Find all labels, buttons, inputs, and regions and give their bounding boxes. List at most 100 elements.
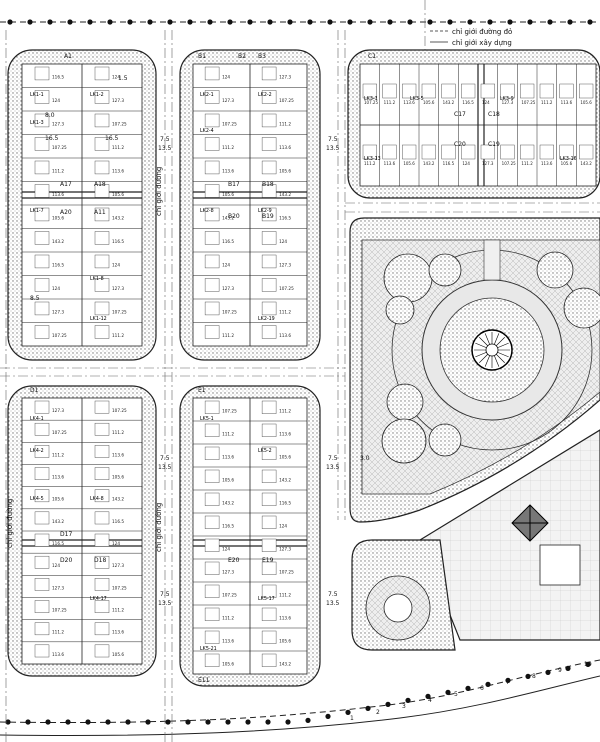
svg-text:127.3: 127.3 (222, 569, 234, 574)
svg-text:124: 124 (482, 100, 490, 105)
svg-text:D20: D20 (60, 557, 72, 564)
svg-text:116.5: 116.5 (112, 519, 124, 524)
road-point-label: 2 (376, 709, 380, 716)
svg-text:116.5: 116.5 (222, 523, 234, 528)
street-label-left: chỉ giới đường (6, 499, 14, 548)
central-park (349, 217, 600, 523)
lot-code-label: LK5-2 (258, 448, 272, 454)
lot-code-label: LK1-8 (90, 276, 104, 282)
svg-text:143.2: 143.2 (52, 239, 64, 244)
lot-code-label: LK3-9 (500, 96, 514, 102)
svg-text:143.2: 143.2 (222, 500, 234, 505)
lot-code-label: LK2-4 (200, 128, 214, 134)
svg-text:127.3: 127.3 (222, 98, 234, 103)
svg-text:B20: B20 (228, 213, 240, 220)
svg-text:111.2: 111.2 (222, 615, 234, 620)
svg-text:107.25: 107.25 (112, 310, 127, 315)
svg-text:113.6: 113.6 (279, 333, 291, 338)
lot-code-label: LK4-17 (90, 596, 107, 602)
svg-text:113.6: 113.6 (52, 652, 64, 657)
lot-code-label: LK1-3 (30, 120, 44, 126)
svg-text:111.2: 111.2 (279, 310, 291, 315)
svg-text:143.2: 143.2 (279, 477, 291, 482)
svg-text:111.2: 111.2 (112, 145, 124, 150)
svg-text:127.3: 127.3 (502, 100, 514, 105)
svg-text:127.3: 127.3 (279, 546, 291, 551)
block-c: 107.25111.2111.2113.6113.6105.6105.6143.… (347, 49, 600, 199)
road-point-label: 10 (584, 661, 592, 668)
svg-text:127.3: 127.3 (52, 122, 64, 127)
svg-text:113.6: 113.6 (222, 169, 234, 174)
svg-text:7.5: 7.5 (160, 591, 170, 598)
svg-text:B19: B19 (262, 213, 274, 220)
svg-text:111.2: 111.2 (112, 333, 124, 338)
svg-text:7.5: 7.5 (328, 136, 338, 143)
svg-text:143.2: 143.2 (112, 216, 124, 221)
road-point-label: 6 (480, 685, 484, 692)
svg-text:105.6: 105.6 (52, 216, 64, 221)
svg-text:B17: B17 (228, 181, 240, 188)
svg-text:107.25: 107.25 (52, 145, 67, 150)
svg-text:107.25: 107.25 (279, 569, 294, 574)
lot-code-label: LK1-12 (90, 316, 107, 322)
svg-text:113.6: 113.6 (222, 638, 234, 643)
svg-text:111.2: 111.2 (222, 333, 234, 338)
road-point-label: 1 (350, 715, 354, 722)
svg-text:127.3: 127.3 (112, 563, 124, 568)
svg-text:C1: C1 (368, 53, 376, 60)
lot-code-label: LK3-5 (410, 96, 424, 102)
svg-text:107.25: 107.25 (222, 310, 237, 315)
svg-text:105.6: 105.6 (112, 192, 124, 197)
svg-text:111.2: 111.2 (222, 431, 234, 436)
svg-text:C17: C17 (454, 111, 466, 118)
svg-text:111.2: 111.2 (279, 592, 291, 597)
svg-text:143.2: 143.2 (52, 519, 64, 524)
svg-text:113.6: 113.6 (112, 630, 124, 635)
lot-code-label: LK1-2 (90, 92, 104, 98)
svg-text:113.6: 113.6 (279, 431, 291, 436)
road-point-label: 3 (402, 703, 406, 710)
svg-text:A1: A1 (64, 53, 72, 60)
svg-text:143.2: 143.2 (423, 161, 435, 166)
svg-text:A20: A20 (60, 209, 72, 216)
svg-text:1.5: 1.5 (118, 75, 128, 82)
svg-text:13.5: 13.5 (326, 600, 340, 607)
svg-text:13.5: 13.5 (326, 145, 340, 152)
svg-text:113.6: 113.6 (279, 615, 291, 620)
svg-text:111.2: 111.2 (52, 169, 64, 174)
svg-text:107.25: 107.25 (364, 100, 378, 105)
svg-text:7.5: 7.5 (160, 455, 170, 462)
legend-line1: chỉ giới đường đỏ (452, 28, 512, 36)
bottom-road-line (0, 659, 600, 737)
svg-text:8.5: 8.5 (30, 295, 40, 302)
svg-text:113.6: 113.6 (112, 452, 124, 457)
svg-text:13.5: 13.5 (158, 464, 172, 471)
svg-text:3.0: 3.0 (360, 455, 370, 462)
svg-text:113.6: 113.6 (222, 454, 234, 459)
svg-text:124: 124 (112, 75, 120, 80)
svg-text:107.25: 107.25 (279, 286, 294, 291)
building-zone (419, 429, 600, 641)
svg-text:124: 124 (462, 161, 470, 166)
svg-text:105.6: 105.6 (423, 100, 435, 105)
svg-text:124: 124 (222, 75, 230, 80)
svg-text:107.25: 107.25 (279, 98, 294, 103)
svg-text:B3: B3 (258, 53, 266, 60)
svg-text:127.3: 127.3 (112, 286, 124, 291)
svg-text:E11: E11 (198, 677, 210, 684)
svg-text:107.25: 107.25 (52, 430, 67, 435)
svg-text:E1: E1 (198, 387, 206, 394)
svg-text:127.3: 127.3 (52, 585, 64, 590)
svg-text:143.2: 143.2 (279, 661, 291, 666)
road-point-label: 5 (454, 691, 458, 698)
lot-code-label: LK1-7 (30, 208, 44, 214)
svg-text:107.25: 107.25 (222, 408, 237, 413)
lot-code-label: LK4-2 (30, 448, 44, 454)
lot-code-label: LK1-1 (30, 92, 44, 98)
svg-text:105.6: 105.6 (52, 497, 64, 502)
svg-text:111.2: 111.2 (52, 630, 64, 635)
svg-text:116.5: 116.5 (222, 239, 234, 244)
